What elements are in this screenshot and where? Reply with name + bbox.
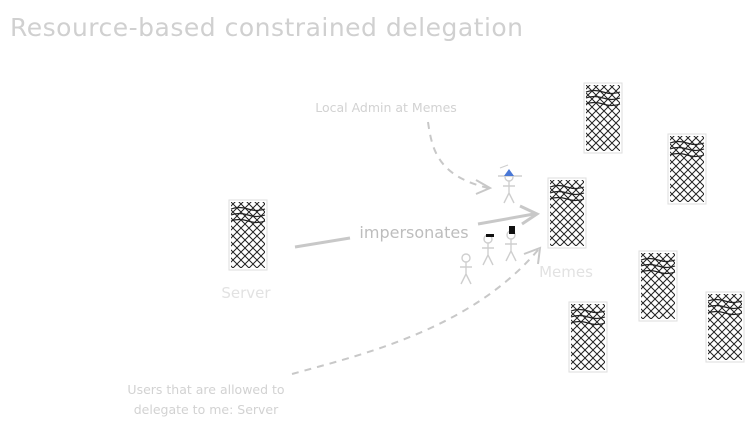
stick-figure-icon	[459, 253, 473, 285]
memes-label: Memes	[539, 263, 593, 281]
admin-figure	[498, 164, 522, 204]
memes-node: Memes	[539, 177, 593, 281]
server-tower-icon	[583, 82, 623, 154]
delegation-arrow	[291, 246, 542, 375]
server-tower-icon	[705, 291, 745, 363]
server-tower-icon	[667, 133, 707, 205]
diagram-title: Resource-based constrained delegation	[10, 13, 524, 42]
server-tower-icon	[638, 250, 678, 322]
stick-figure-icon	[504, 230, 518, 262]
local-admin-arrow	[427, 121, 493, 195]
stick-figure-icon	[502, 172, 516, 204]
local-admin-label: Local Admin at Memes	[315, 100, 457, 115]
server-label: Server	[221, 284, 271, 302]
server-node: Server	[221, 199, 271, 302]
server-tower-icon	[228, 199, 268, 271]
server-tower-icon	[568, 301, 608, 373]
stick-figure-icon	[481, 234, 495, 266]
memes-server-icon	[547, 177, 587, 249]
users-label-line2: delegate to me: Server	[134, 402, 279, 417]
blue-hat-icon	[504, 169, 514, 176]
users-group	[459, 226, 518, 285]
users-label-line1: Users that are allowed to	[127, 382, 284, 397]
impersonates-arrow	[294, 204, 541, 249]
impersonates-label: impersonates	[359, 223, 468, 242]
